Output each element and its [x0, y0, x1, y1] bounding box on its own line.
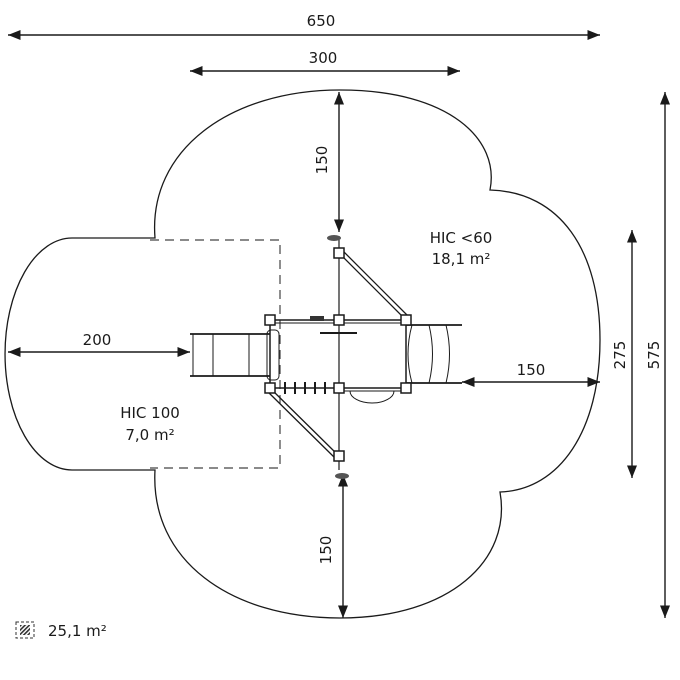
dim-label-bottom-150: 150 [317, 536, 335, 565]
dim-label-200: 200 [83, 331, 112, 349]
slide [190, 329, 280, 381]
hatched-area-icon [15, 621, 35, 639]
hic-high-area: 18,1 m² [432, 250, 491, 268]
hic-high-label: HIC <60 [430, 229, 493, 247]
dim-label-top-150: 150 [313, 146, 331, 175]
play-structure [190, 235, 462, 479]
hic-low-label: HIC 100 [120, 404, 180, 422]
dim-label-right-150: 150 [517, 361, 546, 379]
dim-label-300: 300 [309, 49, 338, 67]
dim-label-275: 275 [611, 341, 629, 370]
bridge [406, 324, 462, 384]
ladder [284, 382, 326, 394]
dim-label-575: 575 [645, 341, 663, 370]
hic-100-zone-border [150, 239, 281, 469]
hic-low-area: 7,0 m² [125, 426, 174, 444]
anchor-top [327, 235, 341, 241]
posts [264, 247, 412, 462]
legend: 25,1 m² [15, 621, 107, 640]
dim-label-650: 650 [307, 12, 336, 30]
anchor-bottom [335, 473, 349, 479]
total-area-label: 25,1 m² [48, 622, 107, 640]
safety-zone-outline [4, 89, 601, 619]
